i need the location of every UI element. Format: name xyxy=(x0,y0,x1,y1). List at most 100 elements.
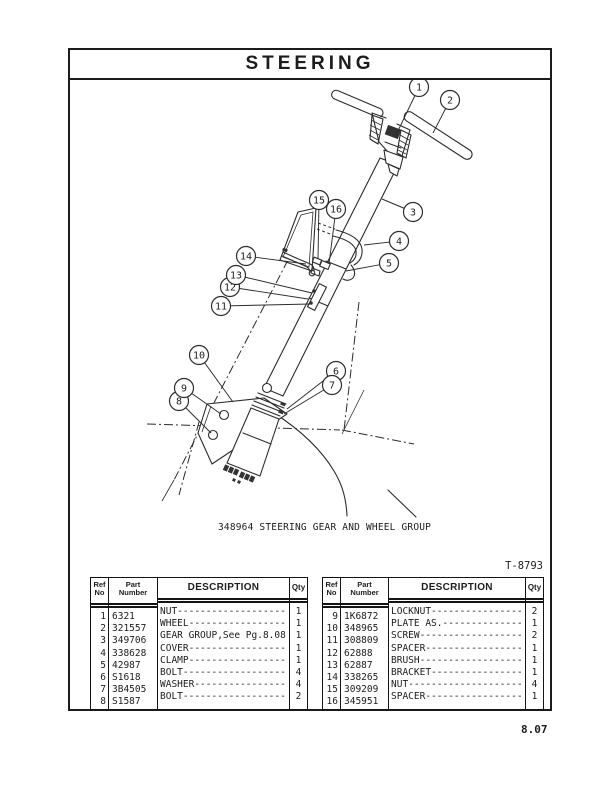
document-frame: STEERING xyxy=(68,48,552,711)
table-cell: 1 xyxy=(295,654,302,666)
bracket-rod xyxy=(281,247,316,277)
table-cell: 2 xyxy=(100,623,106,635)
u-clamp xyxy=(332,229,363,281)
svg-text:10: 10 xyxy=(193,351,205,362)
svg-text:13: 13 xyxy=(230,271,242,282)
hub-hatch-left xyxy=(368,114,384,145)
description-cells: LOCKNUT----------------PLATE AS.--------… xyxy=(389,603,525,704)
table-cell: 4 xyxy=(295,666,302,678)
svg-text:7: 7 xyxy=(329,381,335,392)
table-cell: 5 xyxy=(100,659,106,671)
table-cell: 1 xyxy=(295,630,302,642)
table-cell: 2 xyxy=(295,691,302,703)
svg-text:2: 2 xyxy=(447,96,453,107)
svg-text:11: 11 xyxy=(215,302,227,313)
table-cell: CLAMP----------------- xyxy=(160,654,286,666)
table-cell: 338628 xyxy=(112,647,147,659)
page-title: STEERING xyxy=(245,53,375,74)
table-cell: 1K6872 xyxy=(344,611,379,622)
table-cell: 3 xyxy=(100,635,106,647)
svg-text:5: 5 xyxy=(386,259,392,270)
figure-caption: 348964 STEERING GEAR AND WHEEL GROUP xyxy=(218,522,432,533)
steering-column xyxy=(263,157,399,397)
table-cell: SPACER----------------- xyxy=(391,642,523,654)
table-cell: 14 xyxy=(326,671,338,683)
callout-15: 15 xyxy=(308,189,330,260)
table-cell: 13 xyxy=(326,659,338,671)
callout-11: 11 xyxy=(210,295,311,317)
table-cell: 12 xyxy=(326,647,338,659)
callout-13: 13 xyxy=(225,264,313,294)
table-cell: SCREW------------------ xyxy=(391,630,523,642)
table-cell: 1 xyxy=(531,691,538,703)
table-cell: 2 xyxy=(531,606,538,617)
table-cell: WASHER---------------- xyxy=(160,679,286,691)
table-cell: LOCKNUT---------------- xyxy=(391,606,523,617)
table-cell: BRACKET---------------- xyxy=(391,666,523,678)
table-cell: 345951 xyxy=(344,696,379,708)
table-cell: S1618 xyxy=(112,671,141,683)
table-cell: 4 xyxy=(295,679,302,691)
table-cell: 1 xyxy=(531,618,538,630)
page-number: 8.07 xyxy=(521,723,548,736)
table-cell: BRUSH------------------ xyxy=(391,654,523,666)
table-cell: 62887 xyxy=(344,659,373,671)
table-cell: 9 xyxy=(332,611,338,622)
table-cell: 348965 xyxy=(344,623,379,635)
reference-lines xyxy=(146,259,417,518)
svg-text:3: 3 xyxy=(410,208,416,219)
svg-text:1: 1 xyxy=(416,83,422,94)
fasteners-15-16 xyxy=(310,256,331,277)
clamp-band xyxy=(251,382,287,417)
table-cell: 3B4505 xyxy=(112,684,147,696)
table-cell: 42987 xyxy=(112,659,141,671)
header-description: DESCRIPTION xyxy=(158,578,289,603)
table-cell: 1 xyxy=(295,606,302,617)
svg-text:14: 14 xyxy=(240,252,252,263)
table-cell: NUT-------------------- xyxy=(391,679,523,691)
table-cell: 10 xyxy=(326,623,338,635)
steering-wheel xyxy=(331,89,473,177)
table-cell: 15 xyxy=(326,684,338,696)
table-cell: 1 xyxy=(531,654,538,666)
table-cell: 308809 xyxy=(344,635,379,647)
column-description: DESCRIPTION NUT-------------------WHEEL-… xyxy=(158,578,290,709)
table-cell: WHEEL----------------- xyxy=(160,618,286,630)
table-cell: 349706 xyxy=(112,635,147,647)
header-qty: Qty xyxy=(526,578,543,603)
callout-5: 5 xyxy=(345,252,400,274)
table-cell: 6 xyxy=(100,671,106,683)
table-cell: 11 xyxy=(326,635,338,647)
table-cell: 4 xyxy=(100,647,106,659)
table-cell: SPACER----------------- xyxy=(391,691,523,703)
table-cell: BOLT------------------ xyxy=(160,666,286,678)
table-cell: 2 xyxy=(531,630,538,642)
hub-hatch-right xyxy=(396,129,412,159)
table-cell: 7 xyxy=(100,684,106,696)
svg-text:12: 12 xyxy=(224,283,236,294)
screw-plate xyxy=(306,283,328,311)
svg-text:15: 15 xyxy=(313,196,325,207)
table-cell: 321557 xyxy=(112,623,147,635)
svg-text:4: 4 xyxy=(396,237,402,248)
table-cell: 8 xyxy=(100,696,106,708)
callout-4: 4 xyxy=(363,230,410,252)
table-cell: BOLT------------------ xyxy=(160,691,286,703)
table-cell: 6321 xyxy=(112,611,135,622)
